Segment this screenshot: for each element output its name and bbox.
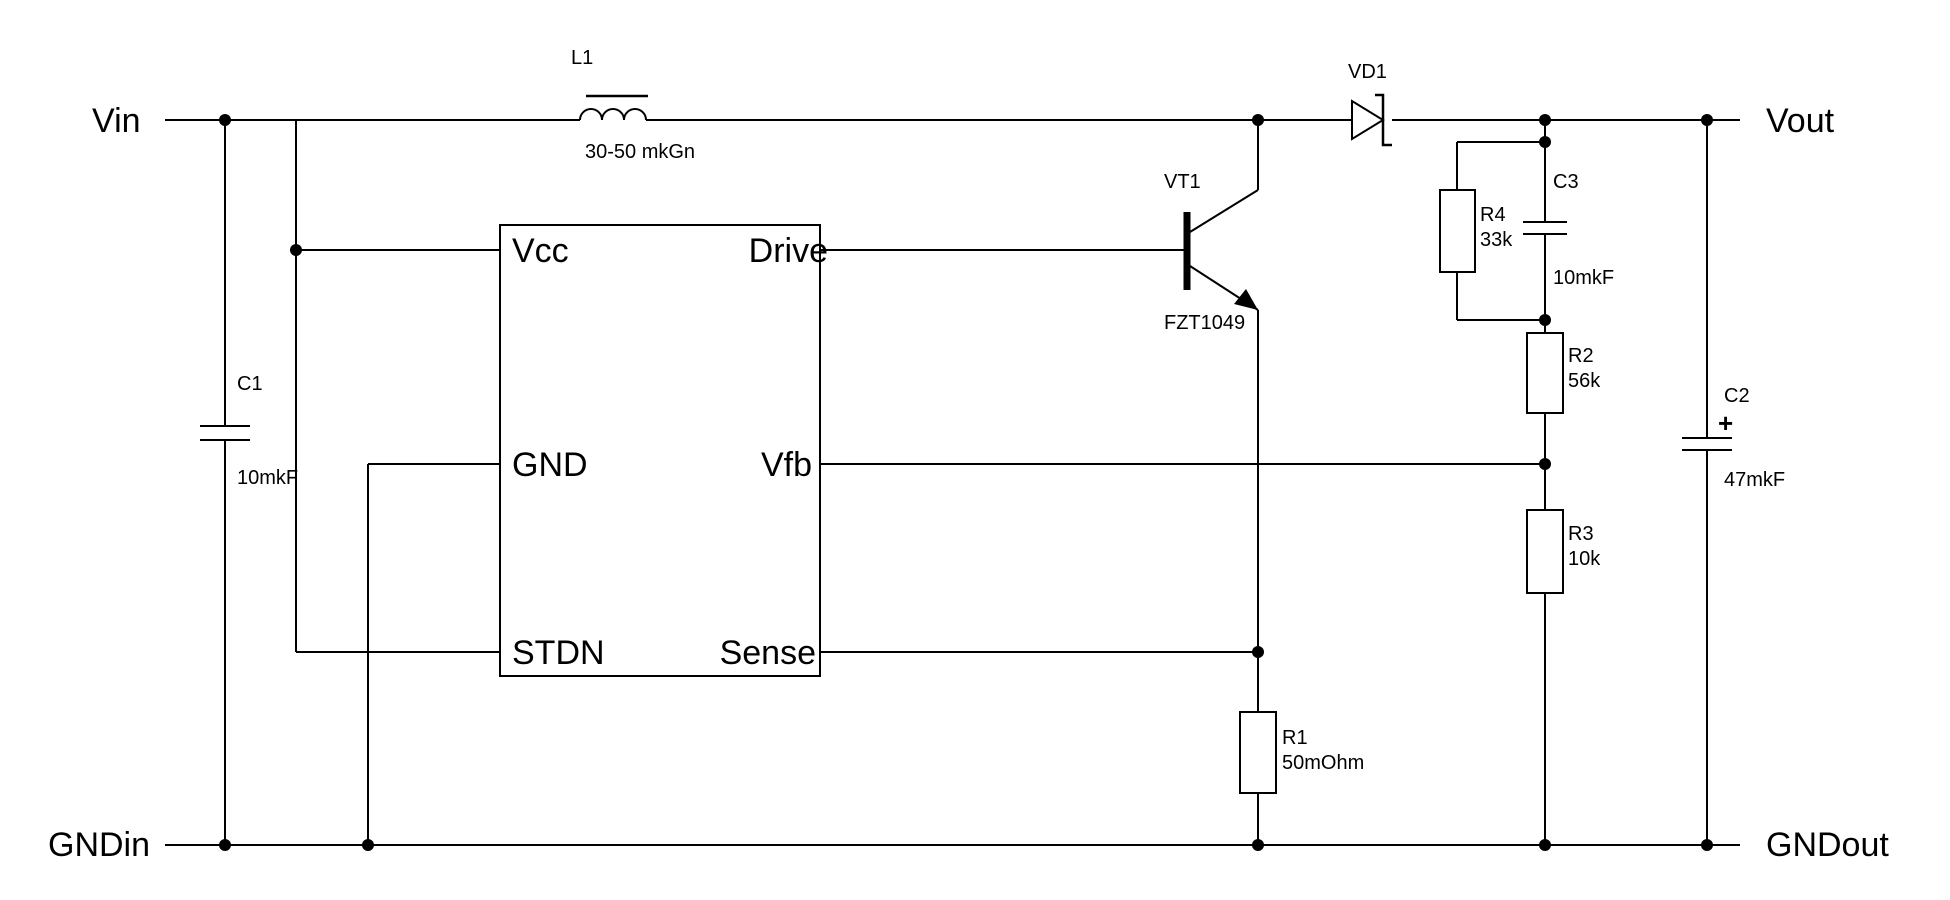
- ic-body: [499, 224, 821, 677]
- r4-value: 33k: [1480, 229, 1513, 251]
- c3-ref: C3: [1553, 171, 1579, 193]
- junction-dot: [219, 839, 231, 851]
- junction-dot: [362, 839, 374, 851]
- r1-body: [1239, 711, 1277, 794]
- r1-value: 50mOhm: [1282, 752, 1364, 774]
- junction-dot: [219, 114, 231, 126]
- junctions: [219, 114, 1713, 851]
- r2-body: [1526, 332, 1564, 414]
- ic-pin-gnd-label: GND: [512, 446, 588, 484]
- resistor-r2: R2 56k: [1526, 332, 1601, 414]
- r3-ref: R3: [1568, 523, 1594, 545]
- junction-dot: [1701, 839, 1713, 851]
- junction-dot: [1252, 839, 1264, 851]
- vd1-ref: VD1: [1348, 61, 1387, 83]
- collector-lead: [1189, 189, 1259, 233]
- r4-ref: R4: [1480, 204, 1506, 226]
- r2-ref: R2: [1568, 345, 1594, 367]
- vt1-ref: VT1: [1164, 171, 1201, 193]
- capacitor-c2: + C2 47mkF: [1682, 385, 1785, 491]
- junction-dot: [1252, 646, 1264, 658]
- c3-value: 10mkF: [1553, 267, 1614, 289]
- r2-value: 56k: [1568, 370, 1601, 392]
- inductor-coil: [579, 108, 647, 121]
- inductor-l1: L1 30-50 mkGn: [571, 47, 695, 163]
- c1-value: 10mkF: [237, 467, 298, 489]
- diode-schottky-bar: [1375, 93, 1392, 147]
- c1-ref: C1: [237, 373, 263, 395]
- ic-pin-vcc-label: Vcc: [512, 232, 569, 270]
- vt1-part: FZT1049: [1164, 312, 1245, 334]
- port-vout-label: Vout: [1766, 102, 1835, 140]
- port-vin-label: Vin: [92, 102, 141, 140]
- c2-value: 47mkF: [1724, 469, 1785, 491]
- port-gndin-label: GNDin: [48, 826, 150, 864]
- diode-triangle: [1351, 99, 1385, 141]
- transistor-vt1: VT1 FZT1049: [1164, 171, 1258, 334]
- junction-dot: [1539, 314, 1551, 326]
- junction-dot: [1539, 839, 1551, 851]
- ic-pin-vfb-label: Vfb: [761, 446, 812, 484]
- resistor-r1: R1 50mOhm: [1239, 711, 1364, 794]
- r3-body: [1526, 509, 1564, 594]
- c2-polarity-mark: +: [1718, 408, 1733, 438]
- c2-ref: C2: [1724, 385, 1750, 407]
- junction-dot: [290, 244, 302, 256]
- l1-ref: L1: [571, 47, 593, 69]
- ic-pin-sense-label: Sense: [720, 634, 816, 672]
- junction-dot: [1539, 114, 1551, 126]
- junction-dot: [1252, 114, 1264, 126]
- junction-dot: [1539, 136, 1551, 148]
- controller-ic: Vcc GND STDN Drive Vfb Sense: [499, 224, 828, 677]
- diode-vd1: VD1: [1340, 61, 1392, 147]
- resistor-r4: R4 33k: [1439, 189, 1513, 273]
- capacitor-c3: C3 10mkF: [1523, 171, 1614, 289]
- r4-body: [1439, 189, 1476, 273]
- junction-dot: [1539, 458, 1551, 470]
- resistor-r3: R3 10k: [1526, 509, 1601, 594]
- ic-pin-drive-label: Drive: [749, 232, 828, 270]
- ic-pin-stdn-label: STDN: [512, 634, 605, 672]
- wires: [165, 119, 1740, 846]
- l1-value: 30-50 mkGn: [585, 141, 695, 163]
- port-gndout-label: GNDout: [1766, 826, 1889, 864]
- emitter-arrow: [1234, 289, 1258, 310]
- r3-value: 10k: [1568, 548, 1601, 570]
- capacitor-c1: C1 10mkF: [200, 373, 298, 489]
- r1-ref: R1: [1282, 727, 1308, 749]
- junction-dot: [1701, 114, 1713, 126]
